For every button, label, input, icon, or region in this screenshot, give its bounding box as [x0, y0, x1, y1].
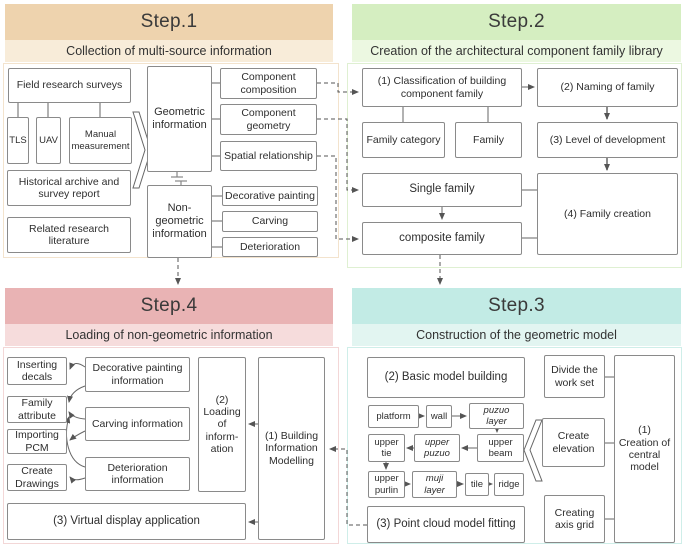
box-related-literature: Related research literature	[7, 217, 131, 253]
box-spatial-relationship: Spatial relationship	[220, 141, 317, 171]
box-upper-puzuo: upper puzuo	[414, 434, 460, 462]
box-geometric-information: Geometric information	[147, 66, 212, 172]
box-importing-pcm: Importing PCM	[7, 429, 67, 454]
step4-subtitle: Loading of non-geometric information	[5, 324, 333, 346]
box-loading-of-information: (2) Loading of inform- ation	[198, 357, 246, 492]
box-classification-family: (1) Classification of building component…	[362, 68, 522, 107]
box-decorative-painting: Decorative painting	[222, 186, 318, 206]
box-deterioration-info: Deterioration information	[85, 457, 190, 491]
box-virtual-display-application: (3) Virtual display application	[7, 503, 246, 540]
box-wall: wall	[426, 405, 452, 428]
step1-title: Step.1	[5, 4, 333, 40]
box-tls: TLS	[7, 117, 29, 164]
box-uav: UAV	[36, 117, 61, 164]
box-upper-tie: upper tie	[368, 434, 405, 462]
box-upper-beam: upper beam	[477, 434, 524, 462]
box-basic-model-building: (2) Basic model building	[367, 357, 525, 398]
box-divide-work-set: Divide the work set	[544, 355, 605, 398]
box-carving-info: Carving information	[85, 407, 190, 441]
box-family-attribute: Family attribute	[7, 396, 67, 423]
box-component-geometry: Component geometry	[220, 104, 317, 135]
box-muji-layer: muji layer	[412, 471, 457, 498]
box-creating-axis-grid: Creating axis grid	[544, 495, 605, 543]
step1-subtitle: Collection of multi-source information	[5, 40, 333, 62]
box-non-geometric-information: Non-geometric information	[147, 185, 212, 258]
box-carving: Carving	[222, 211, 318, 232]
box-creation-central-model: (1) Creation of central model	[614, 355, 675, 543]
box-family: Family	[455, 122, 522, 158]
box-manual-measurement: Manual measurement	[69, 117, 132, 164]
box-tile: tile	[465, 473, 489, 496]
box-single-family: Single family	[362, 173, 522, 207]
box-component-composition: Component composition	[220, 68, 317, 99]
box-point-cloud-fitting: (3) Point cloud model fitting	[367, 506, 525, 543]
box-family-category: Family category	[362, 122, 445, 158]
box-composite-family: composite family	[362, 222, 522, 255]
box-platform: platform	[368, 405, 419, 428]
step3-subtitle: Construction of the geometric model	[352, 324, 681, 346]
box-field-research-surveys: Field research surveys	[8, 68, 131, 103]
step4-title: Step.4	[5, 288, 333, 324]
step2-subtitle: Creation of the architectural component …	[352, 40, 681, 62]
box-level-of-development: (3) Level of development	[537, 122, 678, 158]
box-ridge: ridge	[494, 473, 524, 496]
box-create-drawings: Create Drawings	[7, 464, 67, 491]
box-puzuo-layer: puzuo layer	[469, 403, 524, 429]
box-naming-family: (2) Naming of family	[537, 68, 678, 107]
step2-title: Step.2	[352, 4, 681, 40]
box-inserting-decals: Inserting decals	[7, 357, 67, 385]
box-upper-purlin: upper purlin	[368, 471, 405, 498]
box-building-information-modelling: (1) Building Information Modelling	[258, 357, 325, 540]
box-historical-archive: Historical archive and survey report	[7, 170, 131, 206]
box-create-elevation: Create elevation	[542, 418, 605, 467]
box-decorative-painting-info: Decorative painting information	[85, 357, 190, 392]
box-family-creation: (4) Family creation	[537, 173, 678, 255]
step3-title: Step.3	[352, 288, 681, 324]
box-deterioration: Deterioration	[222, 237, 318, 257]
